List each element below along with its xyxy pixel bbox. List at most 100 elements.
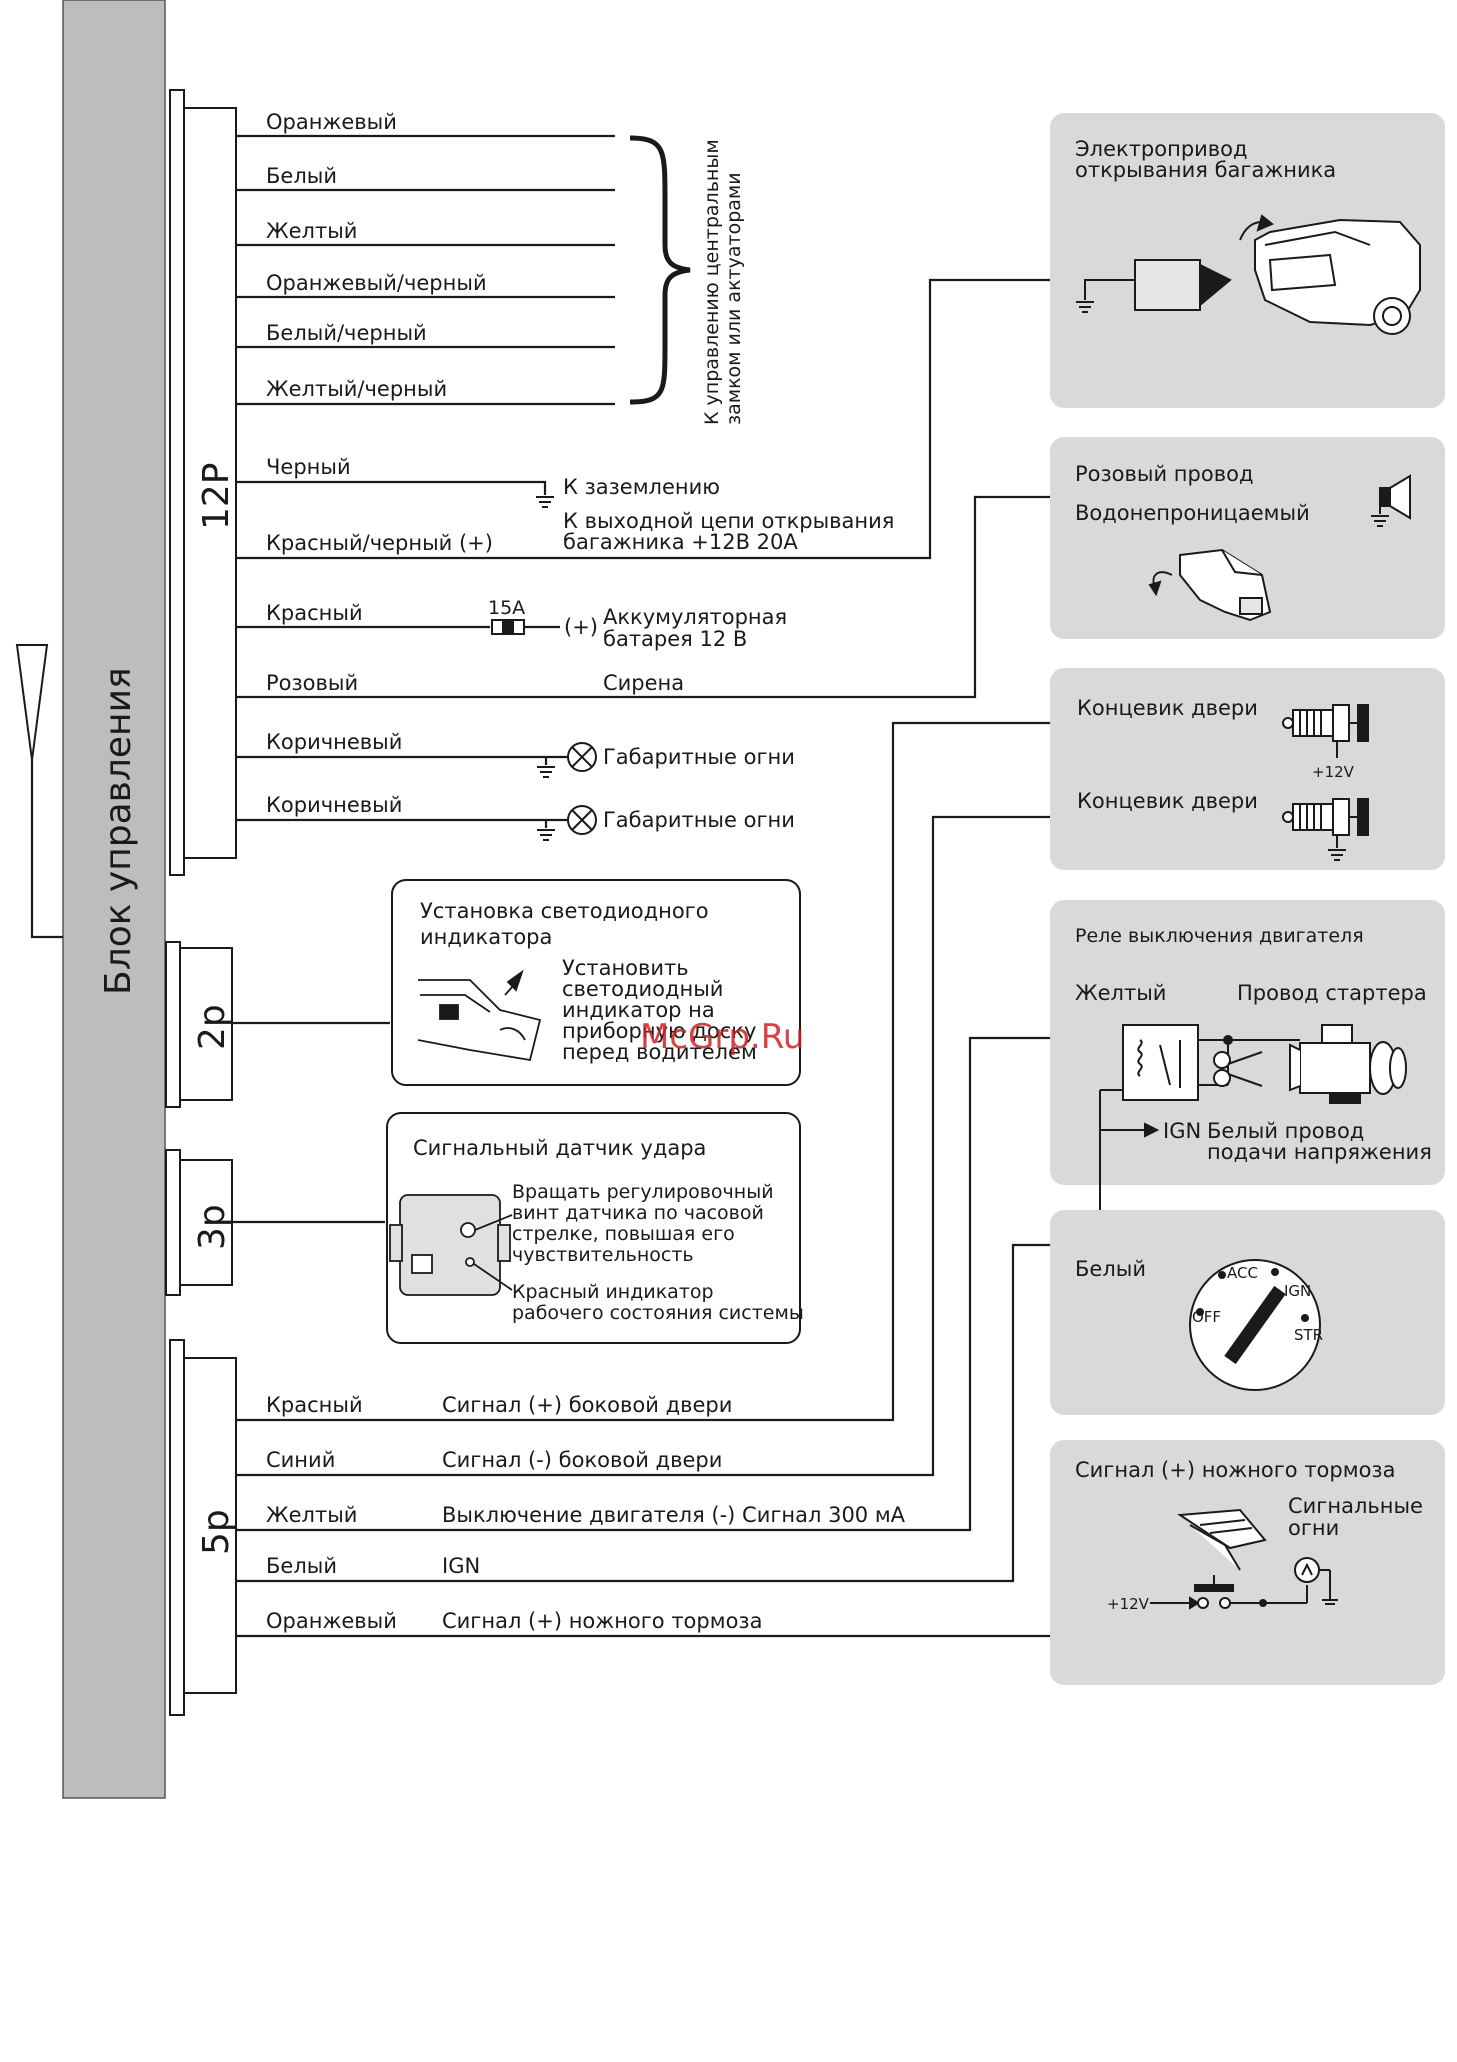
trunk-actuator-icon <box>1075 259 1232 313</box>
door-switch-icon <box>1282 704 1369 758</box>
relay-white-label: Белый провод <box>1207 1119 1364 1143</box>
battery-label: батарея 12 В <box>603 627 747 651</box>
shock-box-text: чувствительность <box>512 1244 694 1266</box>
control-unit-label: Блок управления <box>98 667 139 995</box>
brace-icon <box>629 135 691 405</box>
shock-box-text: стрелке, повышая его <box>512 1223 735 1245</box>
speaker-icon <box>1370 474 1411 527</box>
lock-note: К управлению центральным <box>701 139 723 425</box>
shock-box-text: Красный индикатор <box>512 1281 714 1303</box>
wire-label: Оранжевый <box>266 110 397 134</box>
wire-label: Коричневый <box>266 793 402 817</box>
shock-box-text: винт датчика по часовой <box>512 1202 764 1224</box>
shock-box-text: рабочего состояния системы <box>512 1302 804 1324</box>
wire-5p-desc: Сигнал (-) боковой двери <box>442 1448 722 1472</box>
led-box-text: перед водителем <box>562 1040 757 1064</box>
connector-12p: 12P <box>169 89 237 876</box>
connector-12p-label: 12P <box>196 462 237 530</box>
panel-relay <box>1050 900 1445 1185</box>
panel-trunk-title: открывания багажника <box>1075 158 1336 182</box>
bulb-icon <box>1294 1557 1338 1605</box>
wire-label: Черный <box>266 455 351 479</box>
wire-5p-color: Красный <box>266 1393 363 1417</box>
door-switch-label: Концевик двери <box>1077 789 1258 813</box>
trunk-output-label: багажника +12В 20А <box>563 530 798 554</box>
relay-ign-label: IGN <box>1163 1119 1201 1143</box>
ignition-acc-label: ACC <box>1227 1264 1258 1282</box>
wire-label: Розовый <box>266 671 358 695</box>
connector-2p: 2p <box>165 941 233 1108</box>
wire-5p-color: Синий <box>266 1448 335 1472</box>
panel-trunk <box>1050 113 1445 408</box>
parking-lights-label: Габаритные огни <box>603 745 795 769</box>
led-box-text: приборную доску <box>562 1019 756 1043</box>
connector-5p-label: 5p <box>196 1509 237 1555</box>
panel-siren-line2: Водонепроницаемый <box>1075 501 1310 525</box>
car-rear-icon <box>1239 214 1421 335</box>
starter-motor-icon <box>1289 1024 1407 1104</box>
fuse-label: 15A <box>488 597 525 619</box>
wire-label: Желтый/черный <box>266 377 447 401</box>
wire-5p-color: Белый <box>266 1554 337 1578</box>
brake-lights-label: огни <box>1288 1516 1339 1540</box>
wire-5p-desc: Сигнал (+) ножного тормоза <box>442 1609 762 1633</box>
wire-5p-color: Оранжевый <box>266 1609 397 1633</box>
siren-label: Сирена <box>603 671 684 695</box>
relay-white-label: подачи напряжения <box>1207 1140 1432 1164</box>
siren-icon <box>1148 548 1272 622</box>
connector-3p-label: 3p <box>192 1204 233 1250</box>
wire-label: Красный/черный (+) <box>266 531 493 555</box>
door-plus12: +12V <box>1312 763 1355 781</box>
ignition-str-label: STR <box>1294 1326 1323 1344</box>
ignition-off-label: OFF <box>1192 1308 1221 1326</box>
ignition-white-label: Белый <box>1075 1257 1146 1281</box>
brake-plus12: +12V <box>1107 1595 1150 1613</box>
relay-starter-label: Провод стартера <box>1237 981 1427 1005</box>
led-box-text: Установить <box>562 956 689 980</box>
led-box-text: индикатор на <box>562 998 715 1022</box>
scissors-icon <box>1213 1051 1263 1087</box>
wire-label: Желтый <box>266 219 357 243</box>
brake-pedal-icon <box>1177 1508 1267 1571</box>
wire-5p-desc: Сигнал (+) боковой двери <box>442 1393 732 1417</box>
lock-note: замком или актуаторами <box>723 172 745 425</box>
panel-siren <box>1050 437 1445 639</box>
brake-title: Сигнал (+) ножного тормоза <box>1075 1458 1395 1482</box>
ground-label: К заземлению <box>563 475 720 499</box>
panel-siren-line1: Розовый провод <box>1075 462 1253 486</box>
connector-3p: 3p <box>165 1149 233 1296</box>
wire-5p-color: Желтый <box>266 1503 357 1527</box>
shock-sensor-icon <box>389 1194 513 1296</box>
panel-brake <box>1050 1440 1445 1685</box>
led-indicator-box <box>391 879 801 1086</box>
relay-yellow-label: Желтый <box>1075 981 1166 1005</box>
ignition-ign-label: IGN <box>1284 1282 1311 1300</box>
wire-label: Оранжевый/черный <box>266 271 487 295</box>
led-box-text: светодиодный <box>562 977 723 1001</box>
door-switch-icon <box>1282 798 1369 861</box>
battery-label: Аккумуляторная <box>603 605 787 629</box>
watermark: McGrp.Ru <box>640 1017 804 1057</box>
wire-label: Коричневый <box>266 730 402 754</box>
brake-lights-label: Сигнальные <box>1288 1494 1423 1518</box>
shock-box-text: Вращать регулировочный <box>512 1181 774 1203</box>
wire-label: Белый <box>266 164 337 188</box>
shock-box-title: Сигнальный датчик удара <box>413 1136 706 1160</box>
wires-12p <box>236 134 1380 841</box>
led-box-title: Установка светодиодного <box>420 899 709 923</box>
parking-lights-label: Габаритные огни <box>603 808 795 832</box>
antenna-icon <box>15 644 63 939</box>
panel-trunk-title: Электропривод <box>1075 137 1248 161</box>
battery-plus: (+) <box>564 615 598 639</box>
connector-2p-label: 2p <box>192 1004 233 1050</box>
dashboard-icon <box>417 969 542 1062</box>
wire-5p-desc: Выключение двигателя (-) Сигнал 300 мА <box>442 1503 906 1527</box>
door-switch-label: Концевик двери <box>1077 696 1258 720</box>
control-unit-bar <box>62 0 166 1799</box>
trunk-output-label: К выходной цепи открывания <box>563 509 894 533</box>
wire-label: Белый/черный <box>266 321 427 345</box>
brake-switch-icon <box>1150 1575 1307 1610</box>
wire-label: Красный <box>266 601 363 625</box>
led-box-title: индикатора <box>420 925 552 949</box>
